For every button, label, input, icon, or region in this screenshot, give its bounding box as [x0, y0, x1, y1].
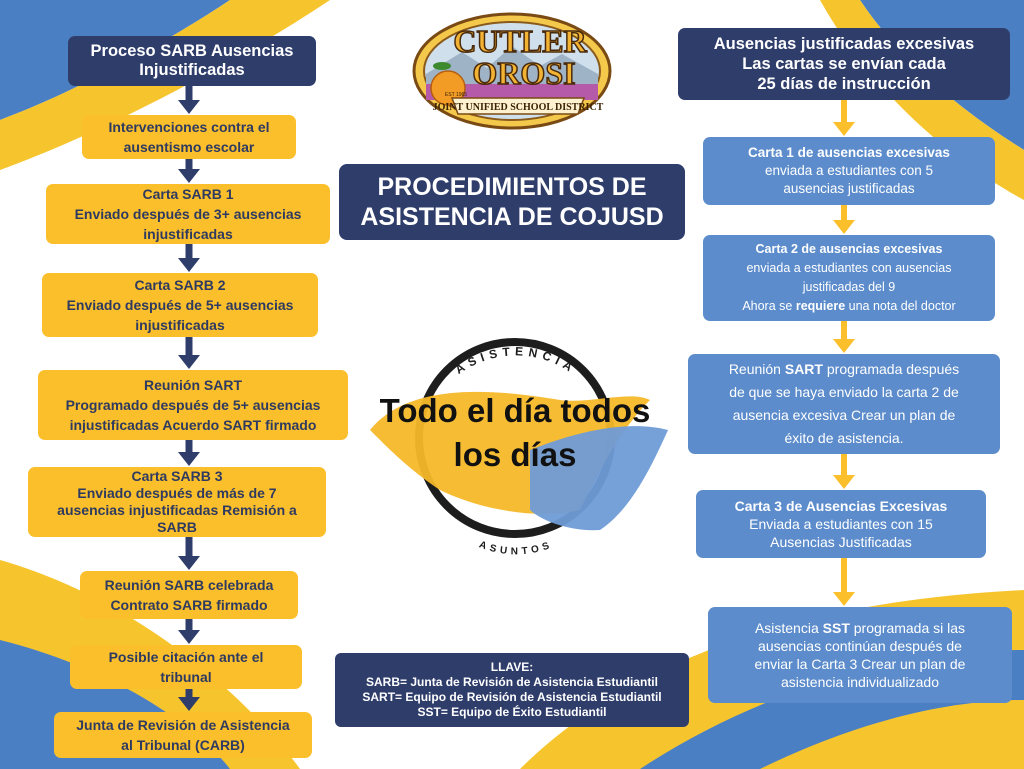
attendance-emblem: ASISTENCIA ASUNTOS Todo el día todos los… — [370, 338, 668, 557]
arrow-down-icon — [178, 537, 200, 570]
left-header-line: Proceso SARB Ausencias — [90, 42, 294, 60]
step-text-bold: SST — [822, 620, 850, 636]
logo-banner-text: JOINT UNIFIED SCHOOL DISTRICT — [433, 102, 604, 113]
step-text: una nota del doctor — [845, 299, 956, 313]
key-line: SARB= Junta de Revisión de Asistencia Es… — [366, 675, 658, 689]
step-text-bold: SART — [784, 361, 823, 377]
step-truancy-interventions: Intervenciones contra el ausentismo esco… — [82, 115, 296, 159]
logo-text-orosi: OROSI — [472, 55, 575, 91]
emblem-bottom-arc-text: ASUNTOS — [477, 539, 554, 557]
step-line: al Tribunal (CARB) — [121, 737, 245, 753]
arrow-down-icon — [833, 205, 855, 234]
step-line: Ahora se requiere una nota del doctor — [742, 297, 955, 316]
right-flow-header: Ausencias justificadas excesivas Las car… — [678, 28, 1010, 100]
step-line: Enviado después de más de 7 — [77, 485, 277, 501]
arrow-down-icon — [178, 689, 200, 711]
right-header-line: Ausencias justificadas excesivas — [713, 35, 975, 53]
key-line: SST= Equipo de Éxito Estudiantil — [417, 705, 607, 719]
step-line: injustificadas — [143, 226, 233, 242]
step-sst-meeting: Asistencia SST programada si las ausenci… — [708, 607, 1012, 703]
step-title: Carta 2 de ausencias excesivas — [755, 242, 943, 256]
arrow-down-icon — [178, 244, 200, 272]
step-line: Carta SARB 3 — [131, 468, 223, 484]
emblem-slogan-line: los días — [454, 436, 577, 473]
left-flow-header: Proceso SARB Ausencias Injustificadas — [68, 36, 316, 86]
step-line: Reunión SART programada después — [729, 358, 959, 381]
arrow-down-icon — [178, 337, 200, 369]
step-line: Posible citación ante el — [108, 649, 264, 665]
step-text: Ahora se — [742, 299, 796, 313]
logo-text-cutler: CUTLER — [453, 23, 587, 59]
step-carb: Junta de Revisión de Asistencia al Tribu… — [54, 712, 312, 758]
right-header-line: Las cartas se envían cada — [742, 55, 946, 73]
step-line: injustificadas Acuerdo SART firmado — [69, 417, 317, 433]
step-line: justificadas del 9 — [802, 280, 896, 294]
step-line: Intervenciones contra el — [108, 119, 270, 135]
district-logo: CUTLER OROSI JOINT UNIFIED SCHOOL DISTRI… — [412, 12, 612, 130]
step-sarb-letter-1: Carta SARB 1 Enviado después de 3+ ausen… — [46, 184, 330, 244]
step-line: tribunal — [160, 669, 212, 685]
step-text-bold: requiere — [795, 299, 846, 313]
step-text: programada si las — [849, 620, 966, 636]
step-line: Enviado después de 5+ ausencias — [66, 297, 294, 313]
left-header-line: Injustificadas — [139, 61, 245, 79]
step-sart-meeting-excused: Reunión SART programada después de que s… — [688, 354, 1000, 454]
step-line: Programado después de 5+ ausencias — [65, 397, 321, 413]
step-excess-letter-2: Carta 2 de ausencias excesivas enviada a… — [703, 235, 995, 321]
arrow-down-icon — [833, 454, 855, 489]
page-title: PROCEDIMIENTOS DE ASISTENCIA DE COJUSD — [339, 164, 685, 240]
step-line: éxito de asistencia. — [784, 430, 904, 446]
step-line: ausentismo escolar — [123, 139, 255, 155]
step-line: Ausencias Justificadas — [770, 534, 912, 550]
logo-est-text: EST 1965 — [445, 92, 467, 98]
arrow-down-icon — [178, 619, 200, 644]
step-court-citation: Posible citación ante el tribunal — [70, 645, 302, 689]
step-excess-letter-1: Carta 1 de ausencias excesivas enviada a… — [703, 137, 995, 205]
step-line: ausencias justificadas — [783, 181, 915, 196]
step-line: Enviado después de 3+ ausencias — [74, 206, 302, 222]
step-line: ausencias continúan después de — [758, 638, 962, 654]
step-line: enviada a estudiantes con ausencias — [746, 261, 952, 275]
step-line: enviada a estudiantes con 5 — [764, 163, 934, 178]
arrow-down-icon — [178, 440, 200, 466]
key-line: SART= Equipo de Revisión de Asistencia E… — [362, 690, 662, 704]
title-line: PROCEDIMIENTOS DE — [377, 173, 647, 201]
step-sarb-meeting: Reunión SARB celebrada Contrato SARB fir… — [80, 571, 298, 619]
step-line: Contrato SARB firmado — [110, 597, 268, 613]
key-title: LLAVE: — [490, 660, 534, 674]
step-text: Reunión — [728, 361, 785, 377]
step-line: Asistencia SST programada si las — [755, 619, 965, 637]
arrow-down-icon — [178, 86, 200, 114]
right-header-line: 25 días de instrucción — [757, 75, 931, 93]
step-title: Carta 3 de Ausencias Excesivas — [734, 498, 948, 514]
step-line: asistencia individualizado — [781, 674, 939, 690]
step-line: de que se haya enviado la carta 2 de — [729, 384, 959, 400]
arrow-down-icon — [833, 558, 855, 606]
step-title: Carta 1 de ausencias excesivas — [748, 145, 950, 160]
step-sart-meeting: Reunión SART Programado después de 5+ au… — [38, 370, 348, 440]
step-sarb-letter-3: Carta SARB 3 Enviado después de más de 7… — [28, 467, 326, 537]
legend-key: LLAVE: SARB= Junta de Revisión de Asiste… — [335, 653, 689, 727]
step-line: Reunión SART — [144, 377, 242, 393]
emblem-slogan-line: Todo el día todos — [380, 392, 651, 429]
step-excess-letter-3: Carta 3 de Ausencias Excesivas Enviada a… — [696, 490, 986, 558]
step-line: Carta SARB 1 — [142, 186, 234, 202]
step-text: programada después — [822, 361, 960, 377]
step-sarb-letter-2: Carta SARB 2 Enviado después de 5+ ausen… — [42, 273, 318, 337]
step-line: Junta de Revisión de Asistencia — [76, 717, 290, 733]
step-text: Asistencia — [754, 620, 823, 636]
step-line: Carta SARB 2 — [134, 277, 226, 293]
step-line: injustificadas — [135, 317, 225, 333]
arrow-down-icon — [833, 100, 855, 136]
step-line: Enviada a estudiantes con 15 — [749, 516, 933, 532]
step-line: ausencias injustificadas Remisión a — [57, 502, 297, 518]
step-line: Reunión SARB celebrada — [104, 577, 274, 593]
arrow-down-icon — [178, 159, 200, 183]
arrow-down-icon — [833, 321, 855, 353]
step-line: ausencia excesiva Crear un plan de — [732, 407, 956, 423]
title-line: ASISTENCIA DE COJUSD — [360, 203, 664, 231]
step-line: SARB — [157, 519, 197, 535]
step-line: enviar la Carta 3 Crear un plan de — [754, 656, 966, 672]
